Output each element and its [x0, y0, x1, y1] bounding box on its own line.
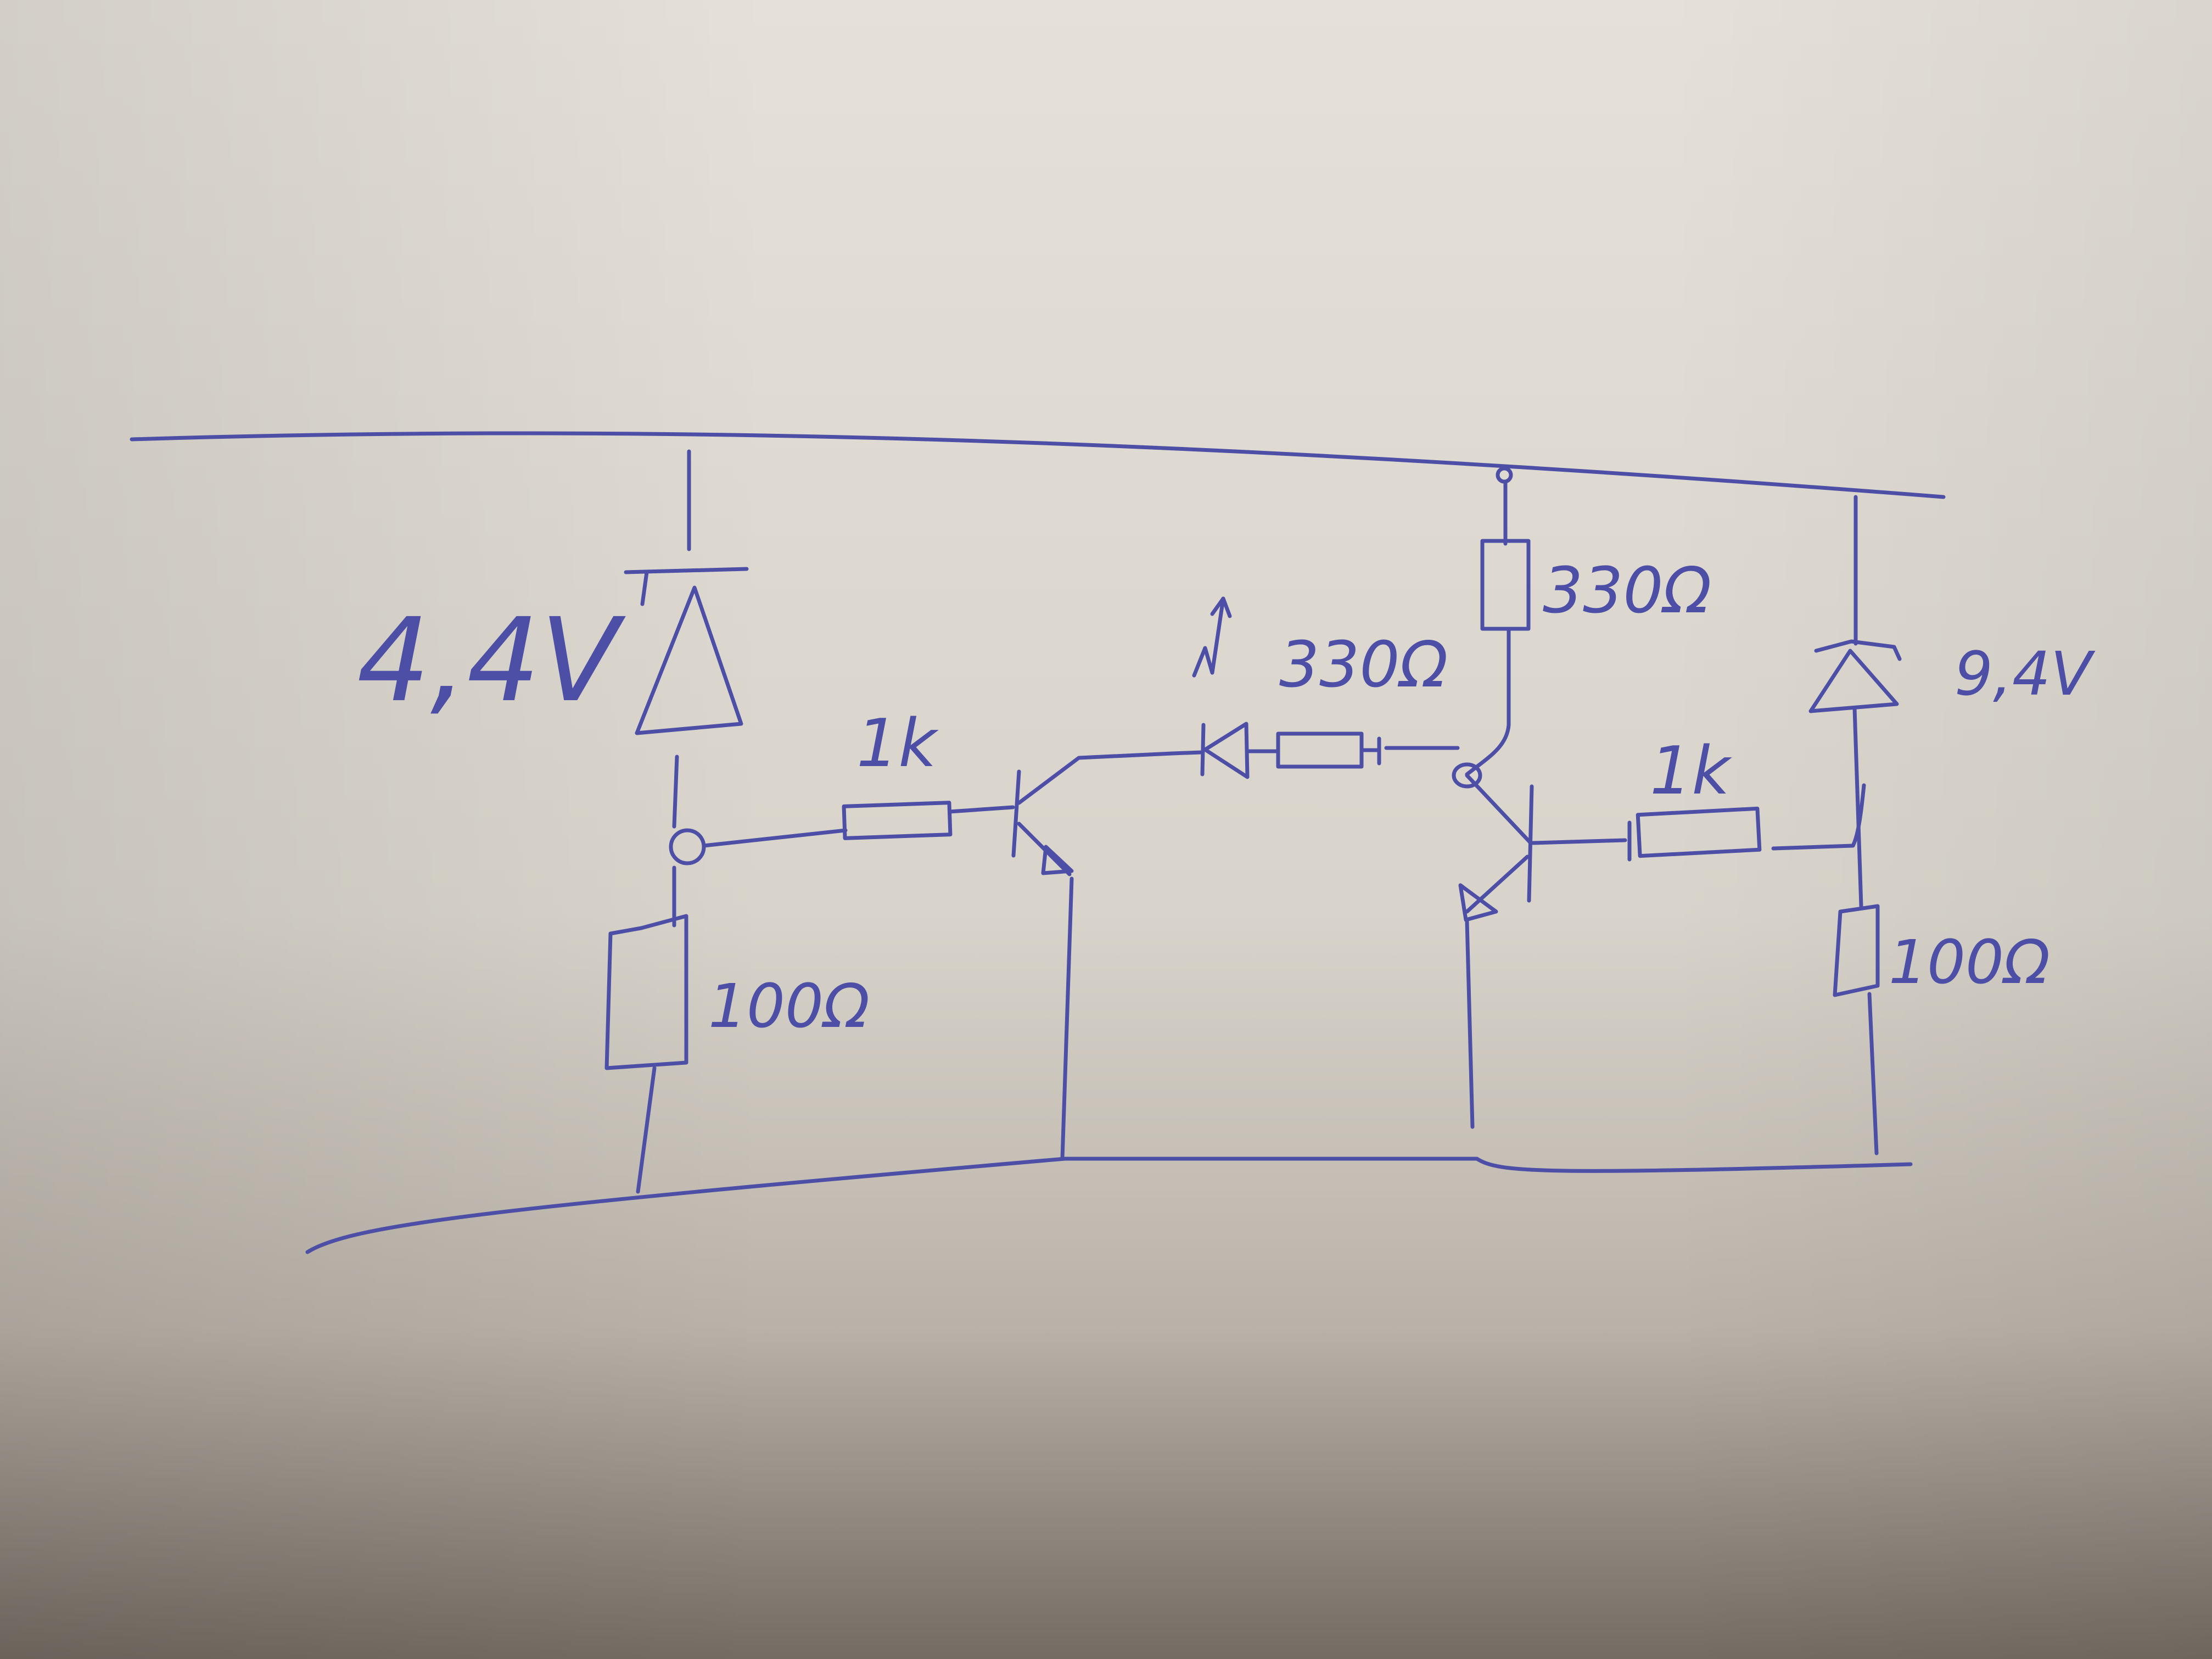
led-anode-wire [1170, 750, 1203, 756]
left-1k-resistor [842, 801, 953, 840]
left-transistor-collector [1017, 751, 1174, 805]
top-rail [130, 431, 1946, 499]
right-emitter-to-rail-wire [1465, 919, 1475, 1129]
right-1k-resistor [1636, 806, 1762, 858]
left-emitter-to-rail-wire [1060, 876, 1074, 1161]
left-transistor-emitter-arrow [1041, 845, 1074, 875]
bottom-rail [305, 1157, 1913, 1254]
left-transistor-base-bar [1011, 769, 1021, 858]
left-base-wire-a [702, 828, 848, 848]
led-emission-arrowhead [1210, 596, 1232, 618]
left-resistor-to-rail-wire [636, 1066, 657, 1194]
right-100-resistor [1833, 904, 1880, 997]
left-zener-triangle [635, 585, 743, 735]
right-transistor-base-bar [1527, 784, 1534, 903]
right-zener-bar [1814, 639, 1902, 661]
zener-right-label: 9,4V [1955, 639, 2096, 709]
right-transistor-emitter [1465, 854, 1530, 914]
resistor-right-bottom-label: 100Ω [1889, 927, 2050, 997]
right-collector-node [1452, 762, 1482, 789]
zener-left-label: 4,4V [357, 593, 626, 728]
collector-pullup-330-resistor [1480, 539, 1531, 631]
left-zener-leg [640, 570, 649, 606]
left-base-wire-b [948, 805, 1015, 814]
resistor-left-bottom-label: 100Ω [708, 971, 870, 1041]
right-base-wire-a [1531, 838, 1627, 845]
led-bar [1200, 723, 1206, 777]
right-zener-bottom-wire [1852, 706, 1863, 908]
resistor-collector-pullup-label: 330Ω [1543, 554, 1711, 628]
right-transistor-collector [1465, 773, 1533, 845]
resistor-led-series-label: 330Ω [1279, 628, 1448, 702]
left-100-resistor [604, 914, 688, 1070]
right-resistor-to-rail-wire [1867, 992, 1879, 1155]
resistor-left-base-label: 1k [856, 706, 939, 782]
resistor-right-base-label: 1k [1650, 733, 1732, 809]
left-zener-bottom-wire [672, 755, 679, 829]
right-transistor-emitter-arrow [1458, 883, 1498, 922]
led-emission-arrow [1192, 596, 1225, 678]
